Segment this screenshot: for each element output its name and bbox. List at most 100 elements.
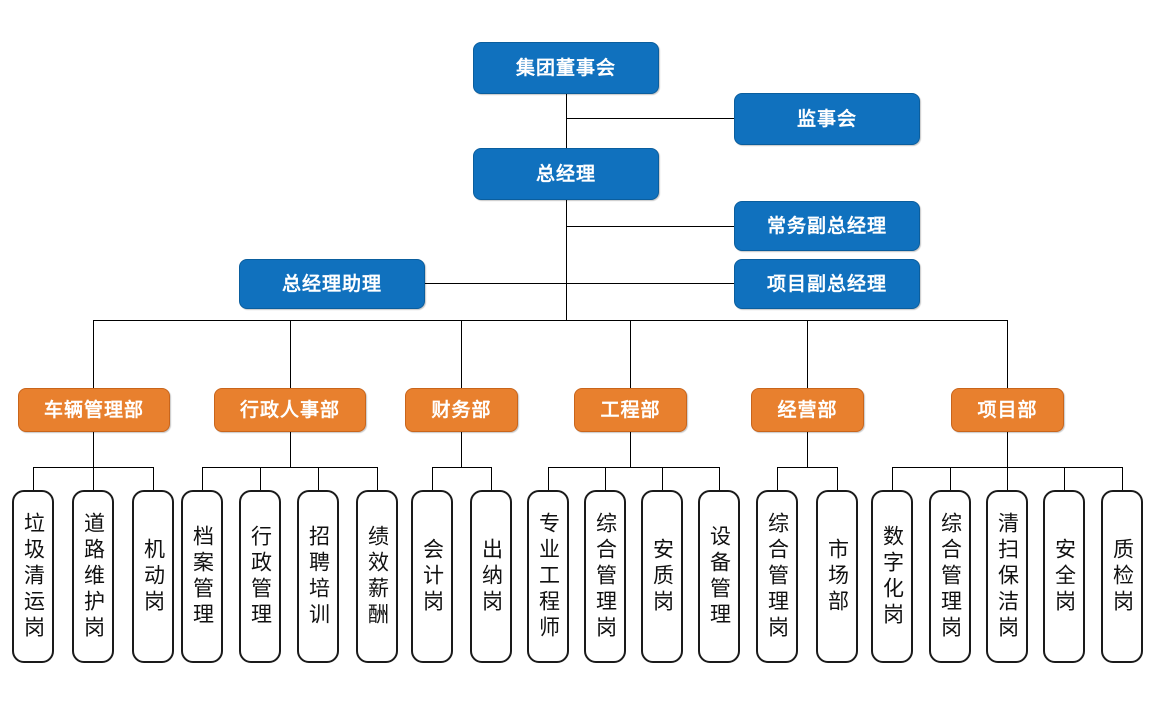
node-position-recruitment-training[interactable]: 招聘培训 xyxy=(297,490,339,663)
position-label: 数字化岗 xyxy=(880,524,905,629)
position-label: 质检岗 xyxy=(1110,537,1135,616)
node-position-project-general-management[interactable]: 综合管理岗 xyxy=(929,490,971,663)
position-label: 综合管理岗 xyxy=(765,511,790,642)
connector-dept-1-down xyxy=(93,430,94,467)
subbus-dept-2 xyxy=(202,467,377,468)
position-label: 垃圾清运岗 xyxy=(21,511,46,642)
node-executive-deputy-gm[interactable]: 常务副总经理 xyxy=(734,201,920,251)
node-gm-assistant[interactable]: 总经理助理 xyxy=(239,259,425,309)
connector-bus-to-dept-3 xyxy=(461,320,462,388)
position-label: 会计岗 xyxy=(420,537,445,616)
position-label: 专业工程师 xyxy=(536,511,561,642)
connector-leaf-1-2 xyxy=(93,467,94,490)
department-label: 车辆管理部 xyxy=(43,398,144,421)
connector-leaf-1-1 xyxy=(33,467,34,490)
node-department-project[interactable]: 项目部 xyxy=(951,388,1064,432)
node-position-digitalization[interactable]: 数字化岗 xyxy=(871,490,913,663)
node-position-archive-management[interactable]: 档案管理 xyxy=(181,490,223,663)
subbus-dept-4 xyxy=(548,467,719,468)
node-position-accounting[interactable]: 会计岗 xyxy=(411,490,453,663)
connector-leaf-6-2 xyxy=(950,467,951,490)
position-label: 设备管理 xyxy=(707,524,732,629)
department-label: 财务部 xyxy=(431,398,492,421)
node-position-cashier[interactable]: 出纳岗 xyxy=(470,490,512,663)
connector-bus-to-dept-2 xyxy=(290,320,291,388)
department-bus xyxy=(93,320,1007,321)
connector-bus-to-dept-4 xyxy=(630,320,631,388)
node-position-waste-transport[interactable]: 垃圾清运岗 xyxy=(12,490,54,663)
node-position-safety[interactable]: 安全岗 xyxy=(1043,490,1085,663)
department-label: 工程部 xyxy=(600,398,661,421)
position-label: 综合管理岗 xyxy=(593,511,618,642)
connector-leaf-2-4 xyxy=(377,467,378,490)
position-label: 市场部 xyxy=(825,537,850,616)
connector-gm-down xyxy=(566,198,567,321)
connector-gm-to-assistant xyxy=(425,283,566,284)
subbus-dept-5 xyxy=(777,467,837,468)
node-project-deputy-gm-label: 项目副总经理 xyxy=(766,272,887,295)
node-gm-assistant-label: 总经理助理 xyxy=(281,272,382,295)
connector-leaf-4-3 xyxy=(662,467,663,490)
node-department-finance[interactable]: 财务部 xyxy=(405,388,518,432)
node-position-marketing[interactable]: 市场部 xyxy=(816,490,858,663)
node-general-manager[interactable]: 总经理 xyxy=(473,148,659,200)
node-position-safety-quality[interactable]: 安质岗 xyxy=(641,490,683,663)
node-position-equipment-management[interactable]: 设备管理 xyxy=(698,490,740,663)
node-supervisory-label: 监事会 xyxy=(796,107,857,130)
node-position-professional-engineer[interactable]: 专业工程师 xyxy=(527,490,569,663)
connector-leaf-4-2 xyxy=(605,467,606,490)
node-project-deputy-gm[interactable]: 项目副总经理 xyxy=(734,259,920,309)
position-label: 综合管理岗 xyxy=(938,511,963,642)
connector-leaf-5-1 xyxy=(777,467,778,490)
node-position-operations-general-management[interactable]: 综合管理岗 xyxy=(756,490,798,663)
node-position-mobile-duty[interactable]: 机动岗 xyxy=(132,490,174,663)
connector-leaf-4-1 xyxy=(548,467,549,490)
node-department-vehicle-management[interactable]: 车辆管理部 xyxy=(18,388,170,432)
connector-leaf-6-5 xyxy=(1122,467,1123,490)
node-board-label: 集团董事会 xyxy=(515,56,616,79)
node-position-administrative-management[interactable]: 行政管理 xyxy=(239,490,281,663)
position-label: 机动岗 xyxy=(141,537,166,616)
connector-leaf-3-2 xyxy=(491,467,492,490)
connector-bus-to-dept-6 xyxy=(1007,320,1008,388)
position-label: 安质岗 xyxy=(650,537,675,616)
node-executive-deputy-gm-label: 常务副总经理 xyxy=(766,214,887,237)
connector-board-to-gm xyxy=(566,94,567,152)
connector-dept-6-down xyxy=(1007,430,1008,467)
connector-leaf-6-3 xyxy=(1007,467,1008,490)
node-department-operations[interactable]: 经营部 xyxy=(751,388,864,432)
node-department-engineering[interactable]: 工程部 xyxy=(574,388,687,432)
node-position-quality-inspection[interactable]: 质检岗 xyxy=(1101,490,1143,663)
connector-leaf-4-4 xyxy=(719,467,720,490)
node-position-road-maintenance[interactable]: 道路维护岗 xyxy=(72,490,114,663)
node-position-performance-compensation[interactable]: 绩效薪酬 xyxy=(356,490,398,663)
node-board-of-directors[interactable]: 集团董事会 xyxy=(473,42,659,94)
subbus-dept-3 xyxy=(432,467,491,468)
connector-gm-to-project-deputy xyxy=(566,283,734,284)
connector-board-to-supervisory xyxy=(566,118,734,119)
connector-bus-to-dept-1 xyxy=(93,320,94,388)
node-supervisory-board[interactable]: 监事会 xyxy=(734,93,920,145)
department-label: 项目部 xyxy=(977,398,1038,421)
connector-leaf-6-1 xyxy=(892,467,893,490)
connector-dept-2-down xyxy=(290,430,291,467)
position-label: 安全岗 xyxy=(1052,537,1077,616)
node-department-admin-hr[interactable]: 行政人事部 xyxy=(214,388,366,432)
node-position-cleaning-sanitation[interactable]: 清扫保洁岗 xyxy=(986,490,1028,663)
node-position-engineering-general-management[interactable]: 综合管理岗 xyxy=(584,490,626,663)
position-label: 绩效薪酬 xyxy=(365,524,390,629)
position-label: 道路维护岗 xyxy=(81,511,106,642)
position-label: 清扫保洁岗 xyxy=(995,511,1020,642)
connector-bus-to-dept-5 xyxy=(807,320,808,388)
connector-dept-3-down xyxy=(461,430,462,467)
department-label: 行政人事部 xyxy=(239,398,340,421)
position-label: 行政管理 xyxy=(248,524,273,629)
department-label: 经营部 xyxy=(777,398,838,421)
position-label: 档案管理 xyxy=(190,524,215,629)
node-general-manager-label: 总经理 xyxy=(535,162,596,185)
connector-gm-to-exec-deputy xyxy=(566,226,734,227)
connector-leaf-5-2 xyxy=(837,467,838,490)
connector-leaf-1-3 xyxy=(153,467,154,490)
position-label: 出纳岗 xyxy=(479,537,504,616)
